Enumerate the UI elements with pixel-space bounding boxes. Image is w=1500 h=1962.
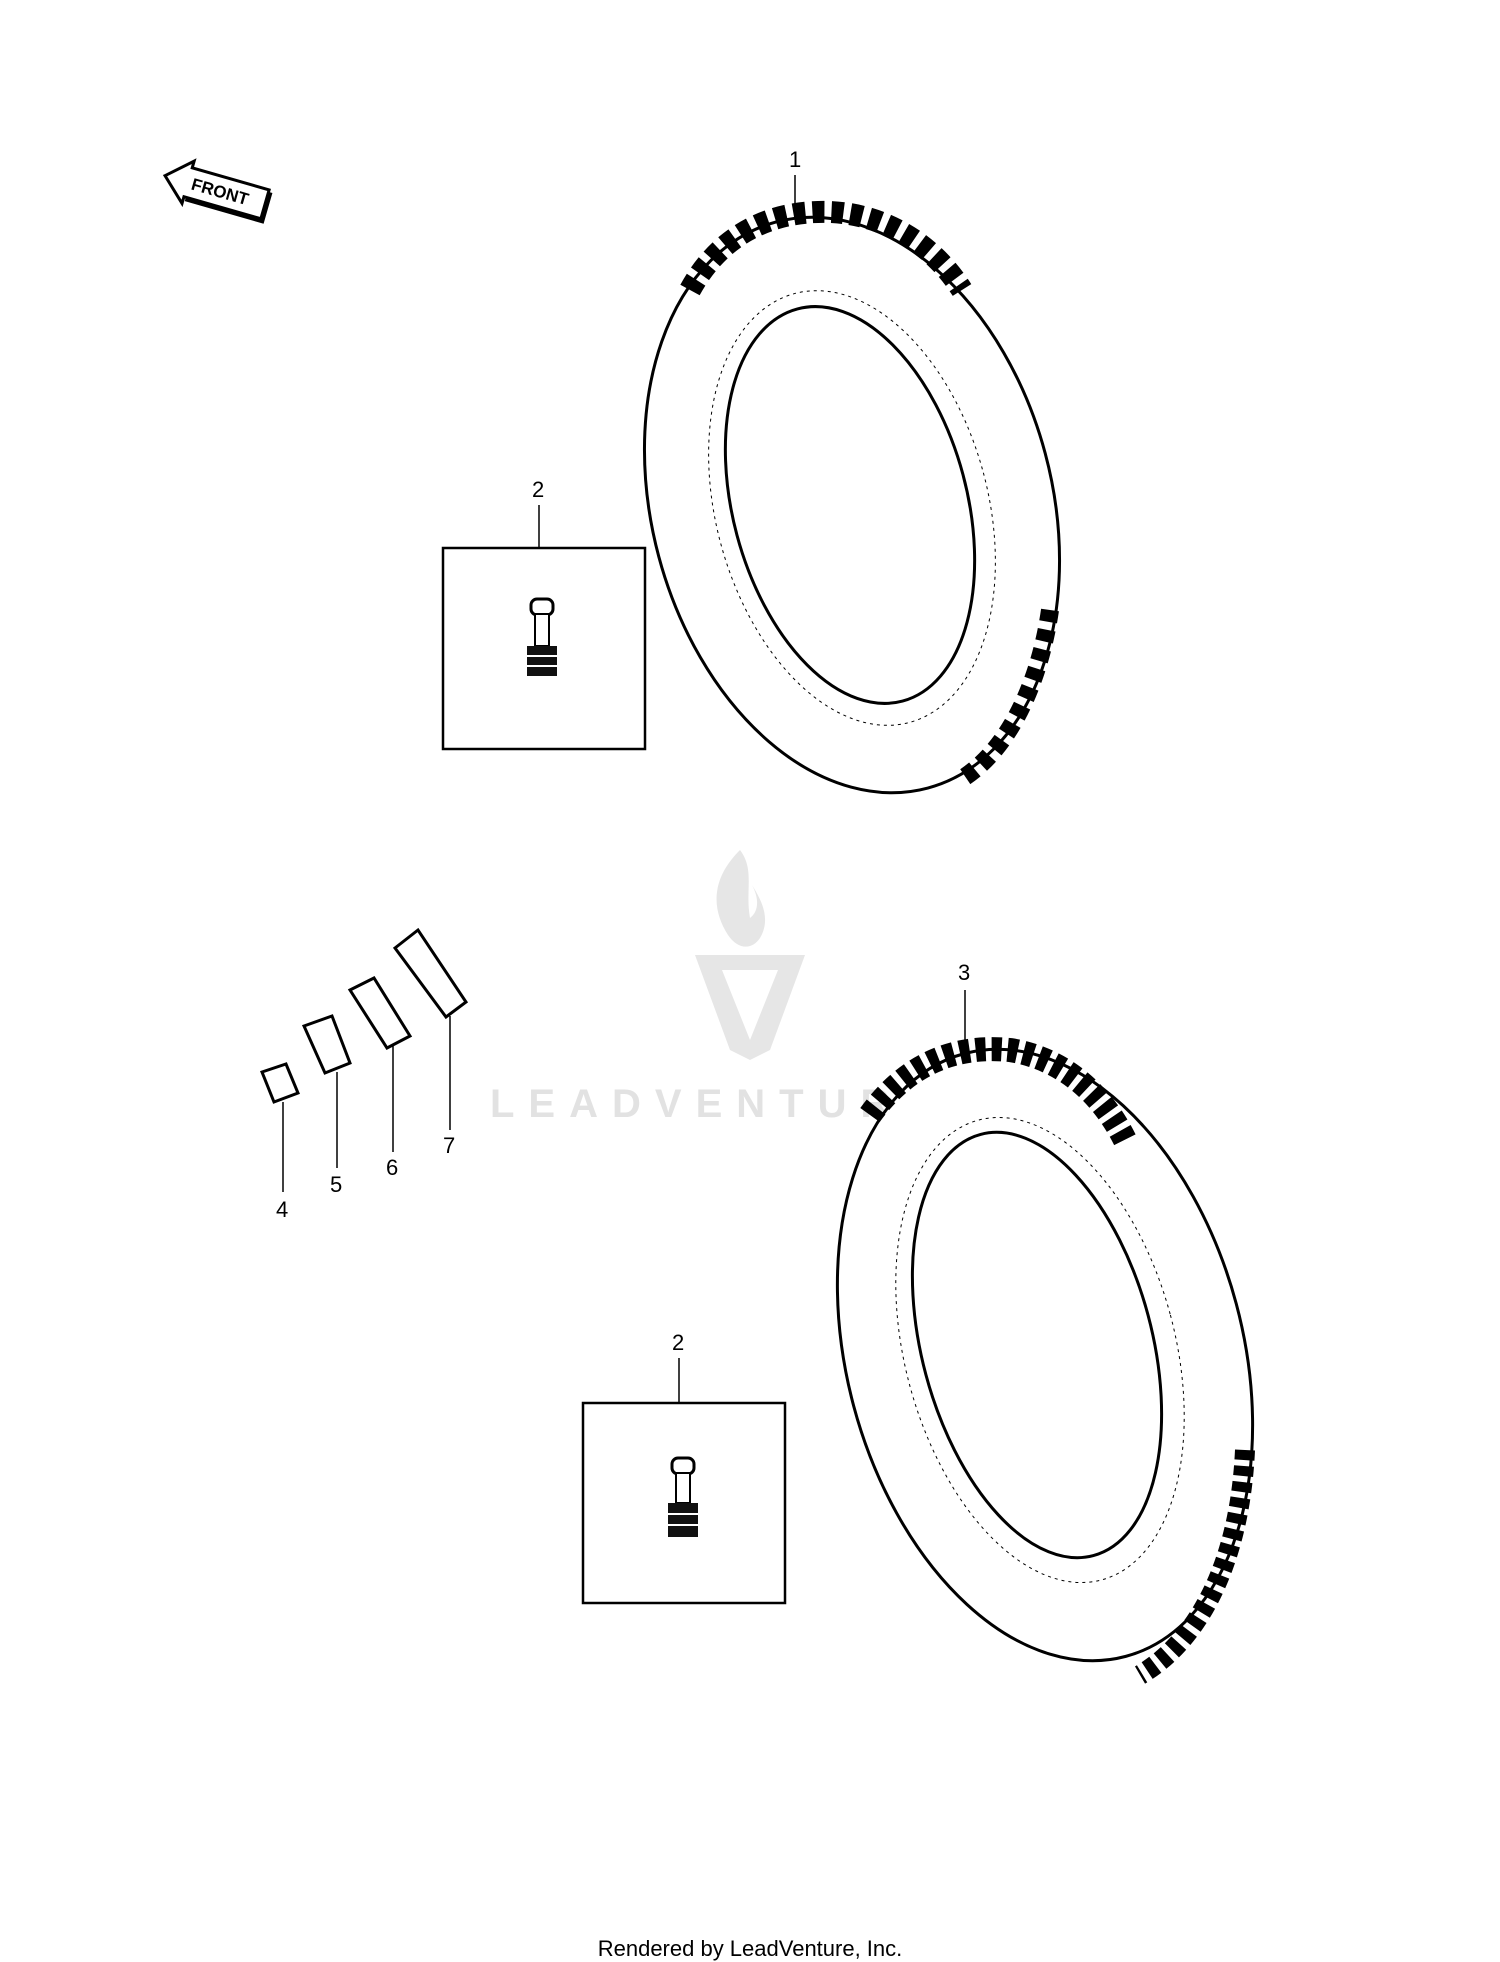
leader-lines [282, 175, 966, 1403]
tire-front-tread-top [680, 200, 972, 297]
valve-upper-icon [527, 597, 557, 676]
patch-7[interactable] [392, 927, 469, 1020]
patch-4[interactable] [260, 1062, 300, 1104]
tire-front-bead [708, 290, 996, 726]
patches [260, 927, 469, 1104]
tire-rear-inner [910, 1130, 1164, 1560]
watermark-text: LEADVENTURE [490, 1082, 944, 1126]
valve-box-lower[interactable] [581, 1401, 787, 1605]
callout-tire-front: 1 [789, 147, 801, 172]
front-arrow-icon [162, 158, 271, 221]
callout-valve-lower: 2 [672, 1330, 684, 1355]
watermark-flame-icon [716, 850, 766, 947]
tire-rear-tread-bottom [1134, 1449, 1255, 1684]
callout-patch-7: 7 [443, 1133, 455, 1158]
callout-patch-5: 5 [330, 1172, 342, 1197]
valve-lower-icon [668, 1456, 698, 1537]
tire-rear-tread-top [860, 1037, 1136, 1146]
watermark-v-icon [695, 955, 805, 1060]
valve-box-upper[interactable] [441, 546, 647, 751]
tire-rear-bead [895, 1116, 1185, 1584]
callout-patch-6: 6 [386, 1155, 398, 1180]
footer-credit: Rendered by LeadVenture, Inc. [597, 1936, 903, 1961]
callout-numbers: 1 2 3 4 5 6 7 2 [276, 147, 970, 1355]
callout-tire-rear: 3 [958, 960, 970, 985]
callout-valve-upper: 2 [532, 477, 544, 502]
patch-6[interactable] [347, 976, 413, 1050]
tire-front-inner [723, 305, 977, 705]
callout-patch-4: 4 [276, 1197, 288, 1222]
patch-5[interactable] [301, 1014, 352, 1075]
tire-front[interactable] [583, 170, 1121, 840]
front-arrow: FRONT [162, 158, 273, 224]
watermark: LEADVENTURE [490, 850, 944, 1126]
tire-front-tread-bottom [955, 608, 1059, 788]
tire-rear[interactable] [773, 1002, 1317, 1707]
